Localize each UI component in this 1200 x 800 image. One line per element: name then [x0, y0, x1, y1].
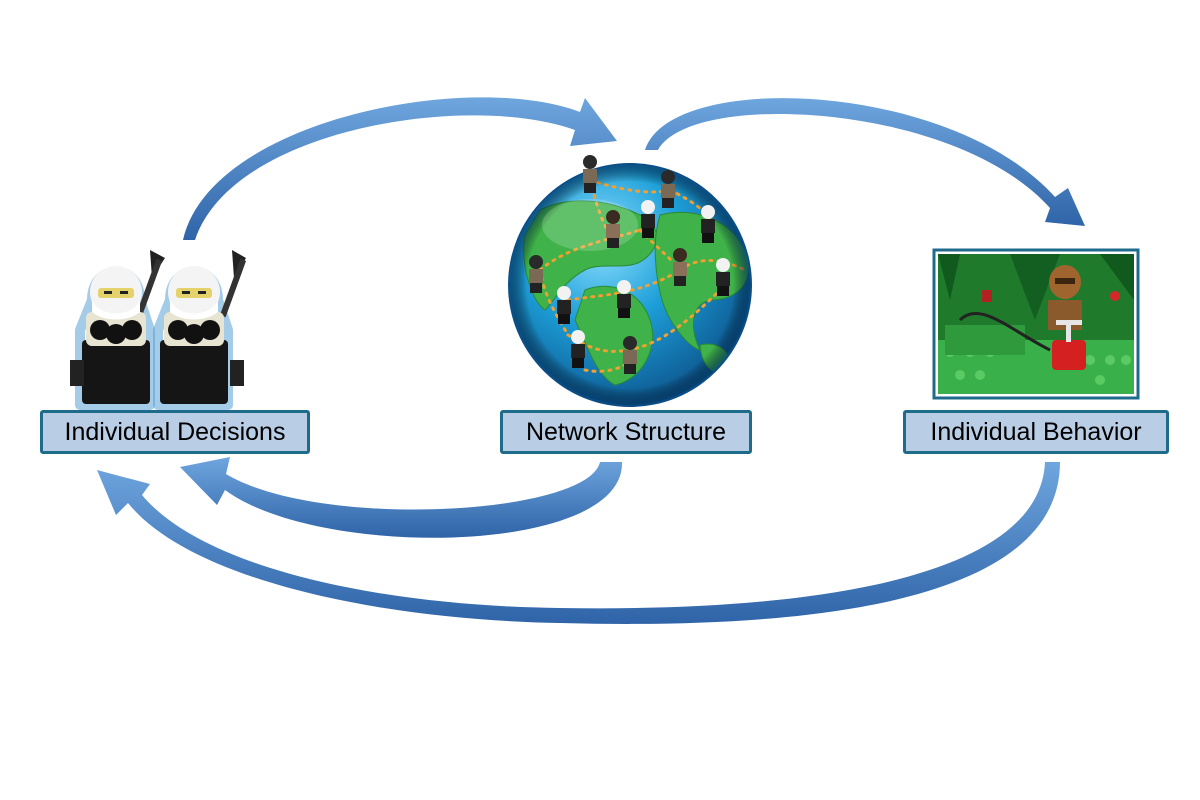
arrow-network-to-behavior [645, 98, 1085, 226]
globe-network-icon [508, 155, 752, 407]
node-label-network-structure: Network Structure [500, 410, 752, 454]
lego-detonator-scene-icon [932, 248, 1140, 400]
arrow-network-to-decisions [180, 457, 623, 538]
node-label-individual-decisions: Individual Decisions [40, 410, 310, 454]
arrow-decisions-to-network [183, 97, 617, 240]
lego-militant-pair-icon [70, 250, 247, 410]
node-label-individual-behavior: Individual Behavior [903, 410, 1169, 454]
